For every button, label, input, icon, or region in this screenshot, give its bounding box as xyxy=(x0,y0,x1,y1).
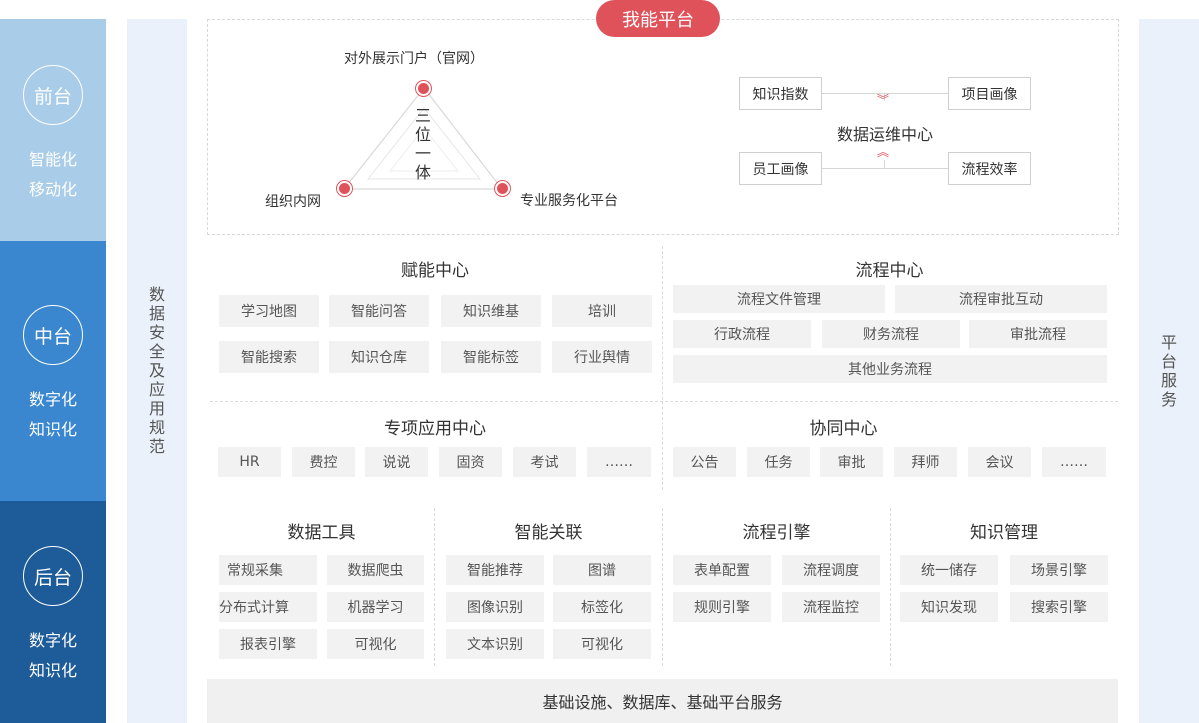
middle-circle: 中台 xyxy=(23,305,83,365)
trinity-top-label: 对外展示门户（官网） xyxy=(344,51,484,67)
flow-engine-item[interactable]: 表单配置 xyxy=(673,555,771,585)
data-tools-title: 数据工具 xyxy=(287,523,356,543)
smart-link-item[interactable]: 智能推荐 xyxy=(446,555,544,585)
special-item[interactable]: HR xyxy=(218,447,281,477)
ops-line-bottom xyxy=(821,168,949,169)
collab-item[interactable]: 公告 xyxy=(673,447,736,477)
trinity-right-dot xyxy=(497,183,508,194)
flow-engine-item[interactable]: 规则引擎 xyxy=(673,592,771,622)
band-front: 前台 智能化 移动化 xyxy=(0,19,106,241)
back-desc: 数字化 知识化 xyxy=(28,631,77,680)
flow-center-item[interactable]: 审批流程 xyxy=(969,320,1107,348)
platform-badge: 我能平台 xyxy=(596,0,720,37)
chevron-down-icon: ︾ xyxy=(877,93,890,107)
divider-bottom-2 xyxy=(662,508,663,666)
ops-project-portrait: 项目画像 xyxy=(948,77,1031,110)
trinity-triangle xyxy=(342,87,504,190)
divider-bottom-3 xyxy=(890,508,891,666)
ops-line-v-bottom xyxy=(884,160,885,168)
trinity-top-dot xyxy=(418,83,429,94)
flow-engine-item[interactable]: 流程调度 xyxy=(782,555,880,585)
knowledge-item[interactable]: 场景引擎 xyxy=(1010,555,1108,585)
security-label: 数 据 安 全 及 应 用 规 范 xyxy=(148,285,165,456)
special-item[interactable]: 费控 xyxy=(292,447,355,477)
trinity-center: 三 位 一 体 xyxy=(414,106,431,182)
ops-line-top xyxy=(821,93,949,94)
flow-center-item[interactable]: 流程文件管理 xyxy=(673,285,885,313)
data-tools-item[interactable]: 可视化 xyxy=(327,629,424,659)
ops-knowledge-index: 知识指数 xyxy=(739,77,822,110)
ops-center-title: 数据运维中心 xyxy=(836,125,933,144)
triangle-middle xyxy=(366,107,482,180)
special-item[interactable]: …… xyxy=(587,447,651,477)
empower-item[interactable]: 智能问答 xyxy=(329,295,429,327)
flow-center-item[interactable]: 流程审批互动 xyxy=(895,285,1107,313)
collab-item[interactable]: 会议 xyxy=(968,447,1031,477)
flow-center-title: 流程中心 xyxy=(855,261,924,281)
platform-service-label: 平 台 服 务 xyxy=(1160,333,1177,409)
smart-link-item[interactable]: 标签化 xyxy=(553,592,651,622)
collab-item[interactable]: 审批 xyxy=(820,447,883,477)
triangle-inner xyxy=(388,127,460,172)
empower-item[interactable]: 培训 xyxy=(552,295,652,327)
data-tools-item[interactable]: 数据爬虫 xyxy=(327,555,424,585)
band-middle: 中台 数字化 知识化 xyxy=(0,241,106,501)
divider-middle-horizontal xyxy=(210,401,1118,402)
collab-item[interactable]: 任务 xyxy=(747,447,810,477)
data-tools-item[interactable]: 机器学习 xyxy=(327,592,424,622)
chevron-up-icon: ︽ xyxy=(877,145,890,159)
flow-engine-title: 流程引擎 xyxy=(742,523,811,543)
flow-center-item[interactable]: 行政流程 xyxy=(673,320,811,348)
trinity-left-dot xyxy=(339,183,350,194)
flow-engine-item[interactable]: 流程监控 xyxy=(782,592,880,622)
knowledge-item[interactable]: 知识发现 xyxy=(900,592,998,622)
data-tools-item[interactable]: 常规采集 xyxy=(219,555,317,585)
knowledge-item[interactable]: 搜索引擎 xyxy=(1010,592,1108,622)
ops-process-efficiency: 流程效率 xyxy=(948,152,1031,185)
smart-link-item[interactable]: 文本识别 xyxy=(446,629,544,659)
smart-link-item[interactable]: 图谱 xyxy=(553,555,651,585)
security-column: 数 据 安 全 及 应 用 规 范 xyxy=(127,19,187,723)
band-back: 后台 数字化 知识化 xyxy=(0,501,106,723)
special-item[interactable]: 考试 xyxy=(513,447,576,477)
empower-item[interactable]: 智能搜索 xyxy=(219,341,319,373)
ops-staff-portrait: 员工画像 xyxy=(739,152,822,185)
base-infrastructure-bar: 基础设施、数据库、基础平台服务 xyxy=(207,679,1118,723)
trinity-right-label: 专业服务化平台 xyxy=(520,193,618,209)
empower-item[interactable]: 知识维基 xyxy=(441,295,541,327)
flow-center-item[interactable]: 财务流程 xyxy=(822,320,960,348)
empower-item[interactable]: 行业舆情 xyxy=(552,341,652,373)
empower-item[interactable]: 学习地图 xyxy=(219,295,319,327)
front-desc: 智能化 移动化 xyxy=(28,150,77,199)
middle-desc: 数字化 知识化 xyxy=(28,390,77,439)
front-circle: 前台 xyxy=(23,65,83,125)
special-title: 专项应用中心 xyxy=(384,419,486,439)
empower-item[interactable]: 智能标签 xyxy=(441,341,541,373)
empower-title: 赋能中心 xyxy=(401,261,469,281)
collab-title: 协同中心 xyxy=(809,419,878,439)
divider-bottom-1 xyxy=(434,508,435,666)
smart-link-item[interactable]: 可视化 xyxy=(553,629,651,659)
ops-line-v-top xyxy=(884,93,885,101)
collab-item[interactable]: 拜师 xyxy=(894,447,957,477)
knowledge-title: 知识管理 xyxy=(970,523,1038,543)
flow-center-item[interactable]: 其他业务流程 xyxy=(673,355,1107,383)
special-item[interactable]: 说说 xyxy=(365,447,428,477)
data-tools-item[interactable]: 报表引擎 xyxy=(219,629,317,659)
empower-item[interactable]: 知识仓库 xyxy=(329,341,429,373)
divider-middle-vertical xyxy=(662,246,663,490)
trinity-left-label: 组织内网 xyxy=(265,194,321,210)
special-item[interactable]: 固资 xyxy=(439,447,502,477)
knowledge-item[interactable]: 统一储存 xyxy=(900,555,998,585)
data-tools-item[interactable]: 分布式计算 xyxy=(219,592,317,622)
back-circle: 后台 xyxy=(23,546,83,606)
collab-item[interactable]: …… xyxy=(1042,447,1106,477)
smart-link-item[interactable]: 图像识别 xyxy=(446,592,544,622)
triangle-outer xyxy=(342,87,504,190)
platform-service-column: 平 台 服 务 xyxy=(1139,19,1199,723)
smart-link-title: 智能关联 xyxy=(514,523,583,543)
